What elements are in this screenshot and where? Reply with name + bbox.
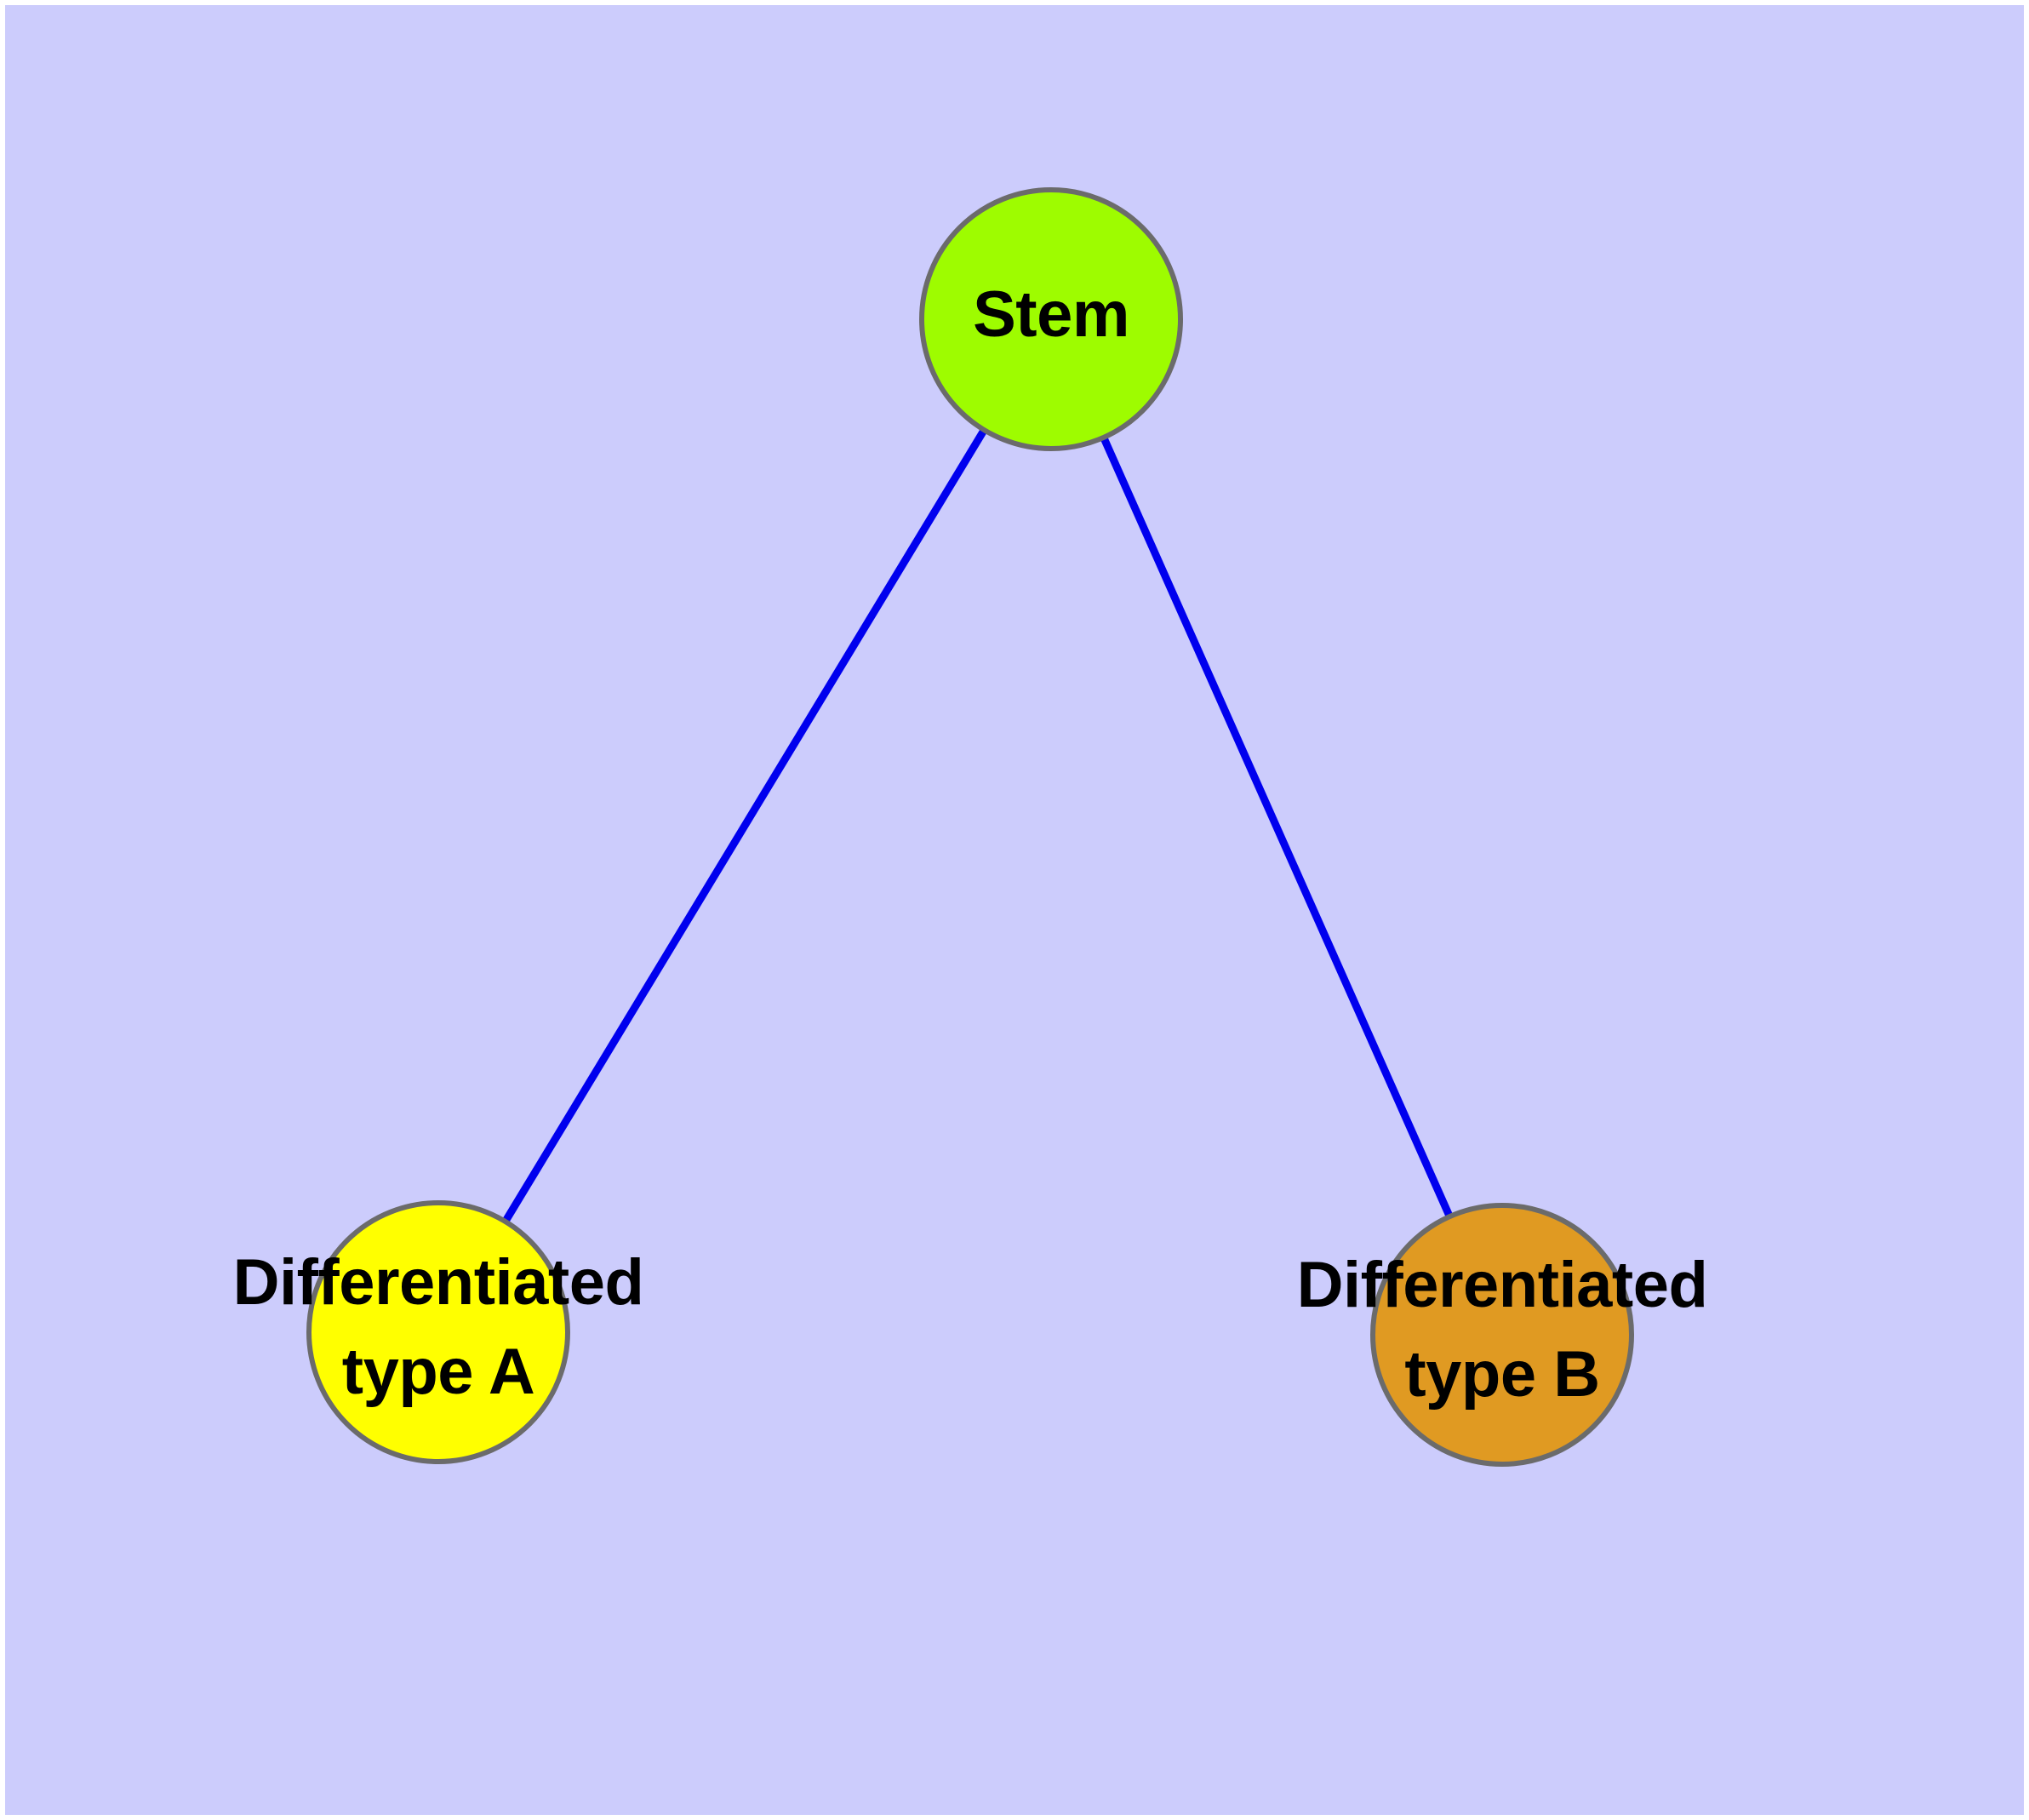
edge-stem-to-diff-a (435, 317, 1055, 1335)
edge-stem-to-diff-b (1047, 318, 1506, 1336)
node-layer (306, 187, 1634, 1467)
edge-layer (435, 317, 1506, 1336)
node-circle-stem[interactable] (919, 187, 1183, 451)
node-circle-diff-a[interactable] (306, 1200, 570, 1464)
node-circle-diff-b[interactable] (1370, 1203, 1634, 1467)
